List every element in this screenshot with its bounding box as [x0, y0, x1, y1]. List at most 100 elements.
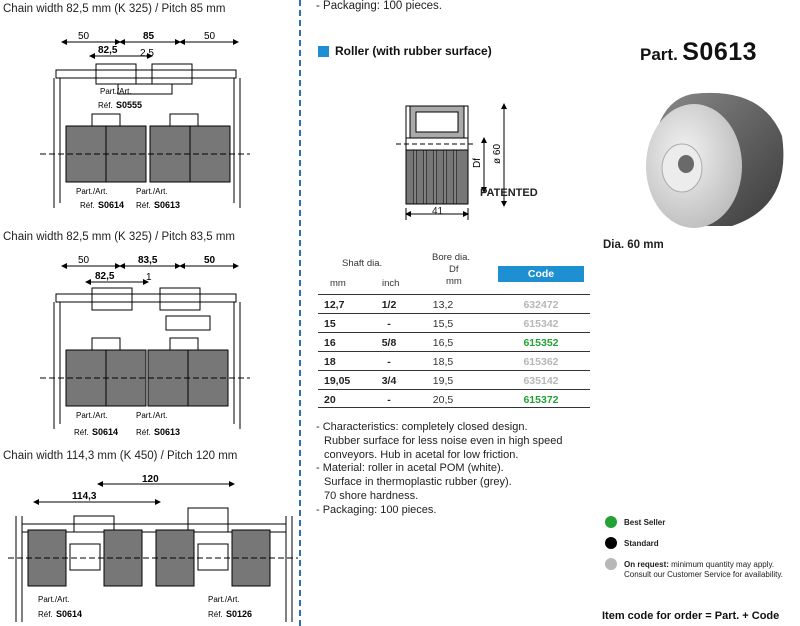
note-line: - Packaging: 100 pieces.: [316, 503, 437, 516]
header-bore: Bore dia.: [432, 252, 471, 263]
dia-label: Dia. 60 mm: [603, 239, 664, 251]
cell-code: 632472: [523, 299, 559, 311]
dim-d2-e: 1: [146, 272, 152, 283]
drawing-df: Df: [472, 158, 483, 168]
legend-on-request: On request: minimum quantity may apply. …: [605, 558, 783, 580]
note-line: conveyors. Hub in acetal for low frictio…: [324, 448, 519, 461]
roller-product-image: [646, 92, 784, 228]
cell-shaft-inch: 3/4: [381, 375, 397, 387]
note-line: Rubber surface for less noise even in hi…: [324, 434, 563, 447]
d3-part-art-right: Part./Art.: [208, 595, 240, 604]
dim-d1-c: 50: [204, 31, 216, 42]
legend-best-seller: Best Seller: [605, 516, 665, 528]
legend-standard: Standard: [605, 537, 659, 549]
d1-ref-prefix-left: Réf.: [80, 201, 95, 210]
cell-code: 615342: [523, 318, 559, 330]
d2-ref-prefix-left: Réf.: [74, 428, 89, 437]
part-code: S0613: [682, 38, 758, 66]
cell-bore: 15,5: [432, 318, 454, 330]
caption-diagram-1: Chain width 82,5 mm (K 325) / Pitch 85 m…: [3, 3, 226, 15]
standard-dot-icon: [605, 537, 617, 549]
chain-diagram-2: 50 83,5 50 82,5 1 Part./Art. Réf. S0614 …: [40, 255, 250, 437]
section-square-icon: [318, 45, 329, 57]
section-title-text: Roller (with rubber surface): [335, 44, 492, 58]
d1-part-art-top: Part./Art.: [100, 87, 132, 96]
d1-ref-prefix-top: Réf.: [98, 101, 113, 110]
drawing-dia: ø 60: [492, 144, 503, 164]
drawing-width: 41: [432, 206, 444, 217]
caption-diagram-2: Chain width 82,5 mm (K 325) / Pitch 83,5…: [3, 231, 236, 243]
d3-ref-prefix-right: Réf.: [208, 610, 223, 619]
d1-ref-prefix-right: Réf.: [136, 201, 151, 210]
note-line: - Characteristics: completely closed des…: [316, 421, 528, 433]
table-header: Shaft dia. mm inch Bore dia. Df mm Code: [318, 248, 590, 294]
dim-d2-a: 50: [78, 255, 90, 266]
cell-shaft-inch: 1/2: [381, 299, 397, 311]
header-code: Code: [498, 266, 584, 282]
table-row: 19,05 3/4 19,5 635142: [318, 370, 590, 389]
d1-ref-top: S0555: [116, 100, 142, 110]
dim-d3-a: 120: [142, 474, 159, 485]
cell-shaft-inch: -: [387, 318, 391, 330]
d1-part-art-left: Part./Art.: [76, 187, 108, 196]
dim-d3-b: 114,3: [72, 491, 97, 502]
cell-bore: 18,5: [432, 356, 454, 368]
cell-bore: 20,5: [432, 394, 454, 406]
header-shaft: Shaft dia.: [342, 258, 383, 269]
code-table: Shaft dia. mm inch Bore dia. Df mm Code …: [318, 248, 590, 408]
item-code-note: Item code for order = Part. + Code: [602, 610, 780, 622]
cell-shaft-mm: 16: [324, 337, 336, 349]
d1-ref-right: S0613: [154, 200, 180, 210]
note-line: 70 shore hardness.: [324, 489, 419, 502]
cell-shaft-mm: 20: [324, 394, 336, 406]
dim-d1-a: 50: [78, 31, 90, 42]
part-title: Part. S0613: [640, 38, 757, 67]
cell-bore: 13,2: [432, 299, 454, 311]
header-df: Df: [449, 264, 459, 275]
header-mm: mm: [330, 278, 346, 289]
legend-on-request-text2: Consult our Customer Service for availab…: [624, 570, 784, 579]
part-prefix: Part.: [640, 45, 678, 64]
dim-d2-d: 82,5: [95, 271, 115, 282]
packaging-top-line: - Packaging: 100 pieces.: [316, 0, 442, 12]
best-seller-dot-icon: [605, 516, 617, 528]
legend-standard-label: Standard: [624, 539, 659, 548]
caption-diagram-3: Chain width 114,3 mm (K 450) / Pitch 120…: [3, 450, 238, 462]
product-notes: - Characteristics: completely closed des…: [316, 421, 596, 518]
cell-shaft-inch: -: [387, 356, 391, 368]
cell-bore: 19,5: [432, 375, 454, 387]
column-divider: [299, 0, 301, 626]
dim-d1-d: 82,5: [98, 45, 118, 56]
patented-label: PATENTED: [480, 187, 538, 199]
note-line: - Material: roller in acetal POM (white)…: [316, 462, 504, 475]
d3-ref-left: S0614: [56, 609, 82, 619]
cell-code: 615372: [523, 394, 559, 406]
d1-part-art-right: Part./Art.: [136, 187, 168, 196]
legend-on-request-text: minimum quantity may apply.: [668, 560, 775, 569]
d2-ref-prefix-right: Réf.: [136, 428, 151, 437]
legend-on-request-bold: On request:: [624, 560, 669, 569]
cell-shaft-inch: -: [387, 394, 391, 406]
cell-code: 615362: [523, 356, 559, 368]
d2-ref-right: S0613: [154, 427, 180, 437]
d3-ref-prefix-left: Réf.: [38, 610, 53, 619]
cell-code: 635142: [523, 375, 559, 387]
d1-ref-left: S0614: [98, 200, 124, 210]
roller-technical-drawing: Df ø 60: [396, 103, 507, 220]
header-inch: inch: [382, 278, 400, 289]
on-request-dot-icon: [605, 558, 617, 570]
header-bore-mm: mm: [446, 276, 462, 287]
section-title: Roller (with rubber surface): [318, 44, 492, 58]
cell-shaft-mm: 19,05: [324, 375, 351, 387]
chain-diagram-1: 50 85 50 82,5 2,5 Part./Art. Réf. S0555 …: [40, 31, 250, 210]
dim-d1-e: 2,5: [140, 48, 154, 59]
cell-shaft-inch: 5/8: [381, 337, 397, 349]
dim-d2-c: 50: [204, 255, 216, 266]
cell-code: 615352: [523, 337, 559, 349]
dim-d1-b: 85: [143, 31, 155, 42]
chain-diagram-3: 120 114,3 Part./Art. Réf. S0614 Part./Ar…: [8, 474, 298, 622]
d2-part-art-right: Part./Art.: [136, 411, 168, 420]
cell-shaft-mm: 12,7: [324, 299, 345, 311]
